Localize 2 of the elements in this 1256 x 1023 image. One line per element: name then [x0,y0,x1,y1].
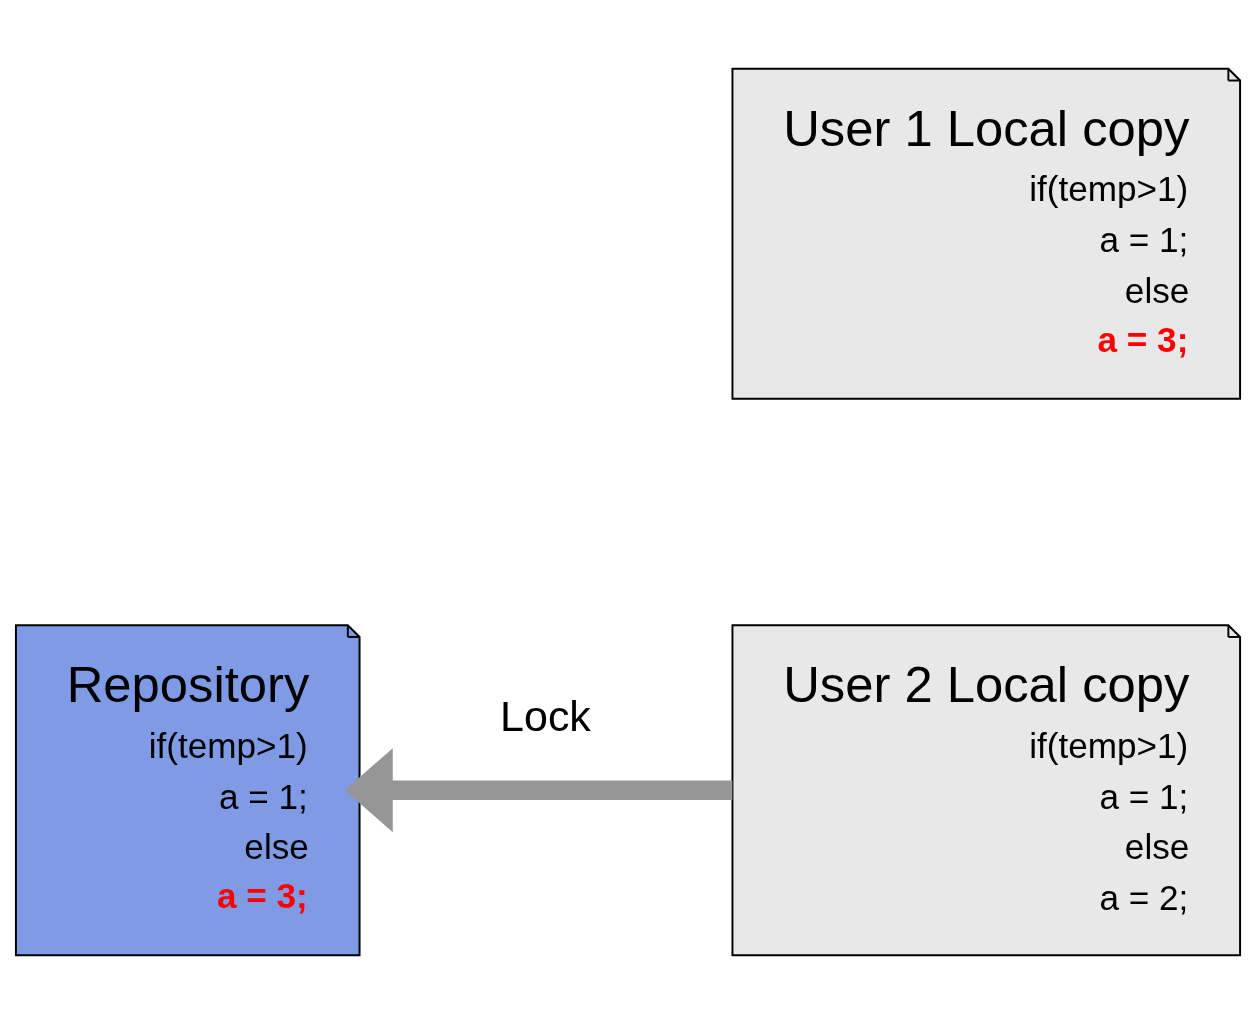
edge-label: Lock [500,691,591,740]
arrow [344,747,733,832]
